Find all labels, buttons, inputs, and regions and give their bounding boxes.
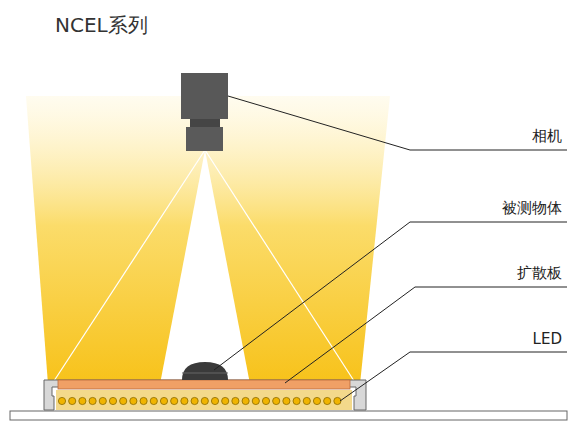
led xyxy=(171,397,178,404)
led xyxy=(150,397,157,404)
view-line xyxy=(52,150,205,384)
led xyxy=(181,397,188,404)
view-line xyxy=(205,150,356,384)
housing xyxy=(44,380,366,410)
base-plate xyxy=(10,411,567,420)
leader-line xyxy=(285,287,567,383)
leader-line xyxy=(228,96,567,150)
led xyxy=(89,397,96,404)
led xyxy=(211,397,218,404)
led-row xyxy=(58,397,341,404)
led xyxy=(79,397,86,404)
led xyxy=(303,397,310,404)
led xyxy=(201,397,208,404)
led xyxy=(313,397,320,404)
led xyxy=(222,397,229,404)
diagram-title: NCEL系列 xyxy=(55,12,148,39)
led xyxy=(58,397,65,404)
led xyxy=(160,397,167,404)
part-label: 被测物体 xyxy=(502,199,562,218)
led xyxy=(99,397,106,404)
camera-body xyxy=(181,73,228,119)
part-label: LED xyxy=(533,330,562,348)
led xyxy=(262,397,269,404)
led xyxy=(273,397,280,404)
led-bed xyxy=(56,390,352,410)
led xyxy=(140,397,147,404)
camera-lens xyxy=(186,127,223,151)
diffuser xyxy=(58,380,350,389)
leader-line xyxy=(214,222,567,370)
led xyxy=(191,397,198,404)
led xyxy=(232,397,239,404)
part-label: 扩散板 xyxy=(517,264,562,283)
led xyxy=(120,397,127,404)
led xyxy=(69,397,76,404)
led xyxy=(293,397,300,404)
view-cone xyxy=(160,150,250,384)
led xyxy=(109,397,116,404)
camera-lens xyxy=(190,119,220,127)
object-edge xyxy=(182,373,228,374)
light-cone xyxy=(26,96,390,384)
led xyxy=(324,397,331,404)
leader-line xyxy=(340,352,567,401)
part-label: 相机 xyxy=(532,127,562,146)
led xyxy=(283,397,290,404)
led xyxy=(242,397,249,404)
led xyxy=(252,397,259,404)
led xyxy=(130,397,137,404)
led xyxy=(334,397,341,404)
